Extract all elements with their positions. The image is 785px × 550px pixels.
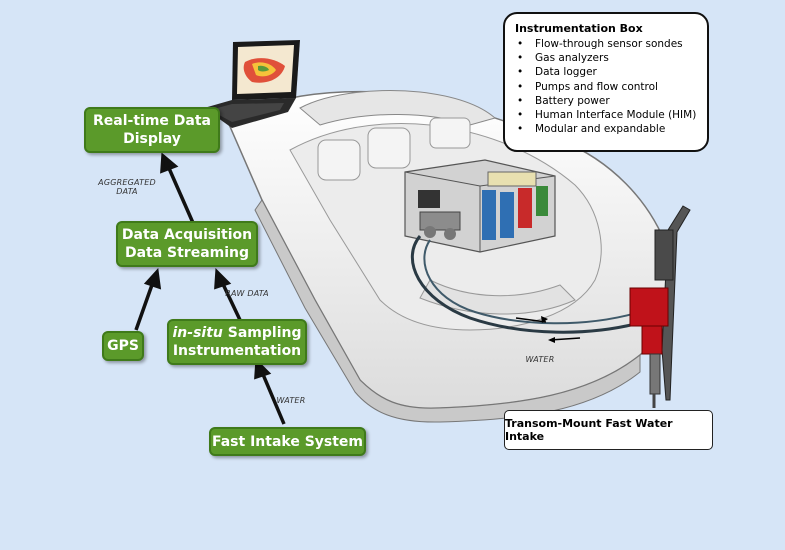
sampling-rest: Sampling (222, 325, 302, 341)
boat-console (429, 117, 471, 149)
transom-intake-graphic (629, 205, 691, 408)
list-item: Modular and expandable (515, 122, 697, 136)
transom-intake-label: Transom-Mount Fast Water Intake (505, 417, 673, 443)
water-hose-inner (423, 239, 641, 325)
data-acquisition-box: Data Acquisition Data Streaming (116, 221, 258, 267)
boat-water-label: WATER (525, 355, 555, 364)
water-flow-label: WATER (276, 396, 306, 405)
fast-intake-label: Fast Intake System (211, 433, 364, 450)
sampling-instrumentation-box: in-situ Sampling Instrumentation (167, 319, 307, 365)
list-item: Battery power (515, 94, 697, 108)
realtime-display-box: Real-time Data Display (84, 107, 220, 153)
sampling-italic: in-situ (172, 325, 223, 341)
list-item: Gas analyzers (515, 51, 697, 65)
gps-box: GPS (102, 331, 144, 361)
instrumentation-list: Flow-through sensor sondes Gas analyzers… (515, 37, 697, 136)
flow-arrow-right (515, 317, 547, 323)
laptop-graphic (204, 40, 300, 128)
list-item: Pumps and flow control (515, 80, 697, 94)
water-hose-outer (410, 235, 651, 334)
list-item: Human Interface Module (HIM) (515, 108, 697, 122)
fast-intake-box: Fast Intake System (209, 427, 366, 456)
realtime-display-line1: Real-time Data (93, 113, 211, 129)
transom-intake-label-box: Transom-Mount Fast Water Intake (504, 410, 713, 450)
boat-seat-left (317, 139, 361, 181)
sampling-line2: Instrumentation (172, 343, 302, 359)
instrumentation-info-box: Instrumentation Box Flow-through sensor … (503, 12, 709, 152)
instrumentation-title: Instrumentation Box (515, 22, 643, 35)
realtime-display-line2: Display (123, 131, 181, 147)
list-item: Data logger (515, 65, 697, 79)
boat-windshield (299, 90, 497, 126)
data-acquisition-line1: Data Acquisition (121, 227, 253, 243)
data-acquisition-line2: Data Streaming (124, 245, 250, 261)
instrumentation-box-graphic (404, 159, 556, 253)
boat-seat-right (367, 127, 411, 169)
aggregated-data-label: AGGREGATED DATA (98, 178, 156, 196)
raw-data-label: RAW DATA (225, 289, 269, 298)
list-item: Flow-through sensor sondes (515, 37, 697, 51)
gps-label: GPS (107, 338, 139, 354)
boat-hull-side (254, 199, 641, 423)
